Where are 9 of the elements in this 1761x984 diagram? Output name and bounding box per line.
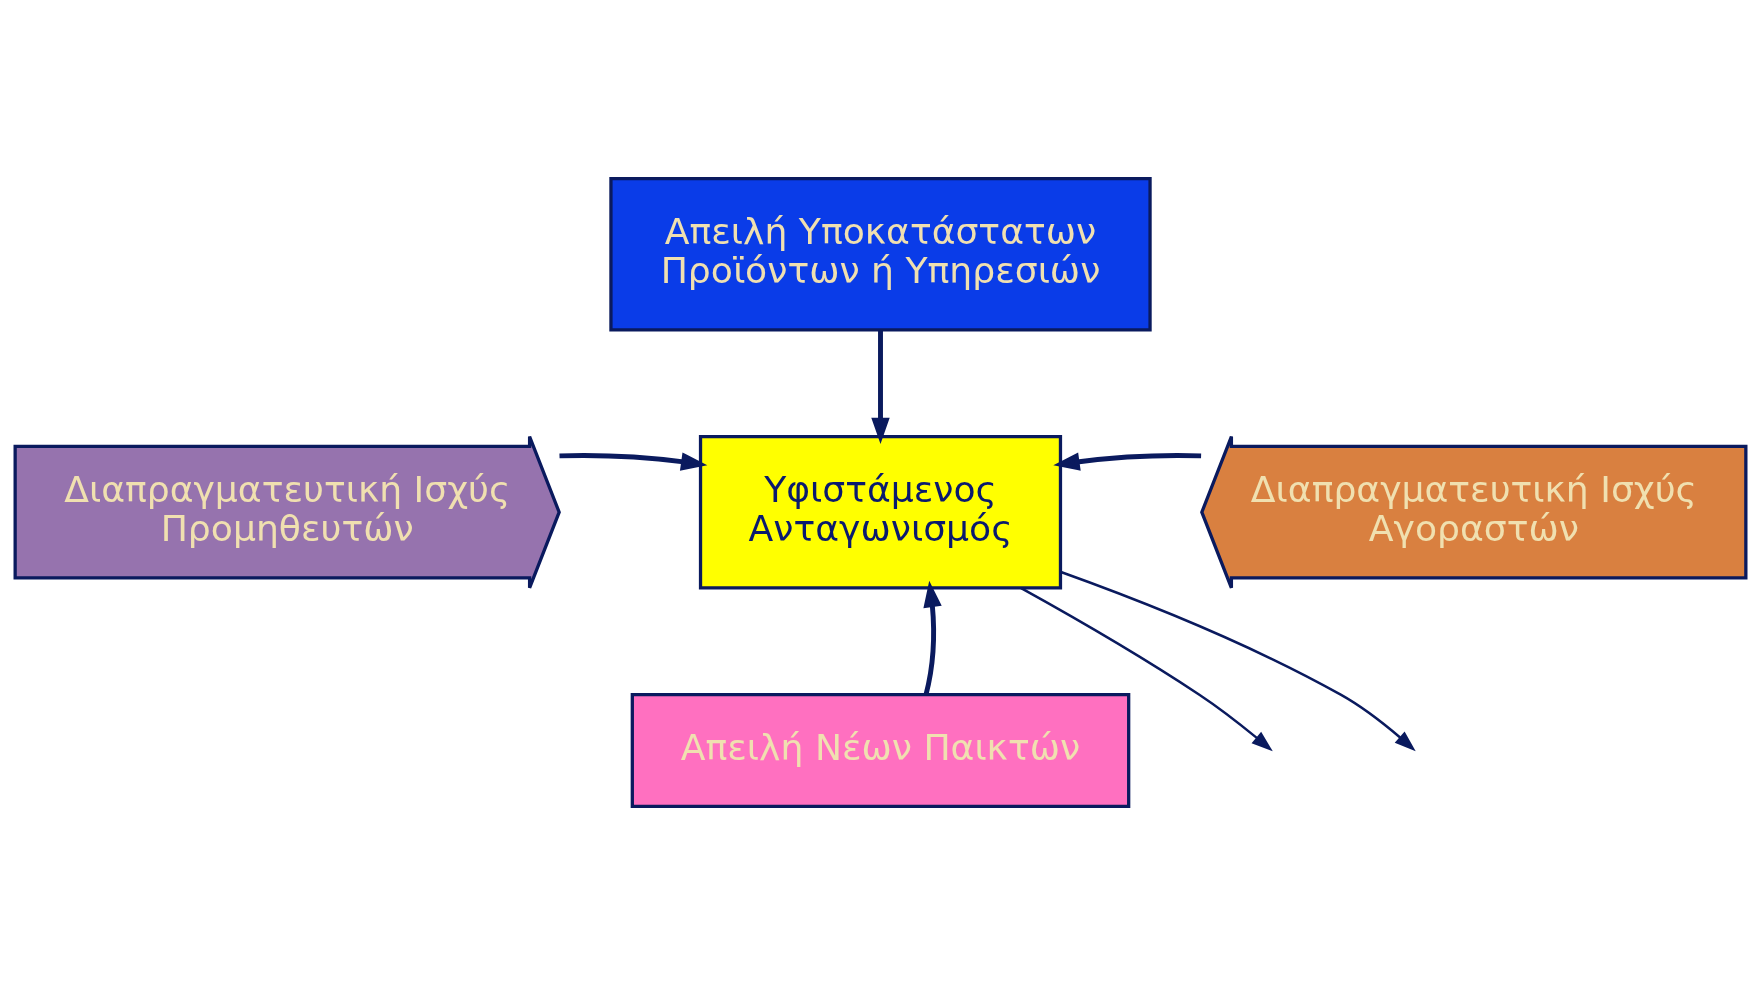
arrow: [923, 580, 942, 695]
arrow: [1020, 586, 1273, 751]
arrow: [1060, 570, 1416, 751]
node-box: Απειλή Υποκατάστατων Προϊόντων ή Υπηρεσιών: [609, 176, 1152, 331]
node-box: Απειλή Νέων Παικτών: [630, 692, 1131, 808]
arrow: [559, 451, 708, 471]
node-box: Υφιστάμενος Ανταγωνισμός: [698, 434, 1063, 589]
arrow: [871, 329, 890, 444]
arrow: [1053, 452, 1202, 471]
